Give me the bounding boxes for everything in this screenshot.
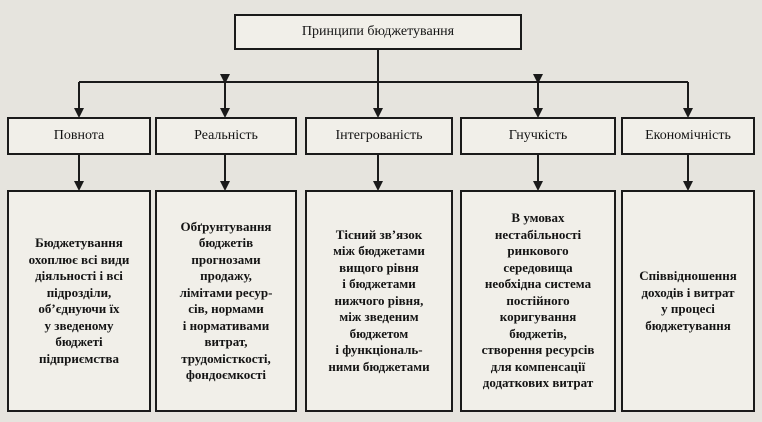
root-box: Принципи бюджетування bbox=[234, 14, 522, 50]
principle-name: Реальність bbox=[194, 128, 258, 143]
principle-description-ekonomichnist: Співвідношення доходів і витрат у процес… bbox=[621, 190, 755, 412]
root-title: Принципи бюджетування bbox=[301, 24, 455, 39]
principle-header-realnist: Реальність bbox=[155, 117, 297, 155]
description-text: Тісний зв’язок між бюджетами вищого рівн… bbox=[328, 226, 430, 374]
principle-description-intehrovanist: Тісний зв’язок між бюджетами вищого рівн… bbox=[305, 190, 453, 412]
description-text: Бюджетування охоплює всі види діяльності… bbox=[28, 235, 130, 366]
description-text: Обґрунтування бюджетів прогнозами продаж… bbox=[179, 218, 273, 383]
description-text: В умовах нестабільності ринкового середо… bbox=[481, 210, 595, 391]
principle-name: Економічність bbox=[645, 128, 731, 143]
principle-name: Повнота bbox=[53, 128, 105, 143]
principle-name: Інтегрованість bbox=[335, 128, 423, 143]
principle-description-realnist: Обґрунтування бюджетів прогнозами продаж… bbox=[155, 190, 297, 412]
principle-header-hnuchkist: Гнучкість bbox=[460, 117, 616, 155]
principle-description-povnota: Бюджетування охоплює всі види діяльності… bbox=[7, 190, 151, 412]
principle-header-povnota: Повнота bbox=[7, 117, 151, 155]
description-text: Співвідношення доходів і витрат у процес… bbox=[639, 268, 737, 333]
principle-header-intehrovanist: Інтегрованість bbox=[305, 117, 453, 155]
principle-description-hnuchkist: В умовах нестабільності ринкового середо… bbox=[460, 190, 616, 412]
principle-header-ekonomichnist: Економічність bbox=[621, 117, 755, 155]
principle-name: Гнучкість bbox=[508, 128, 568, 143]
